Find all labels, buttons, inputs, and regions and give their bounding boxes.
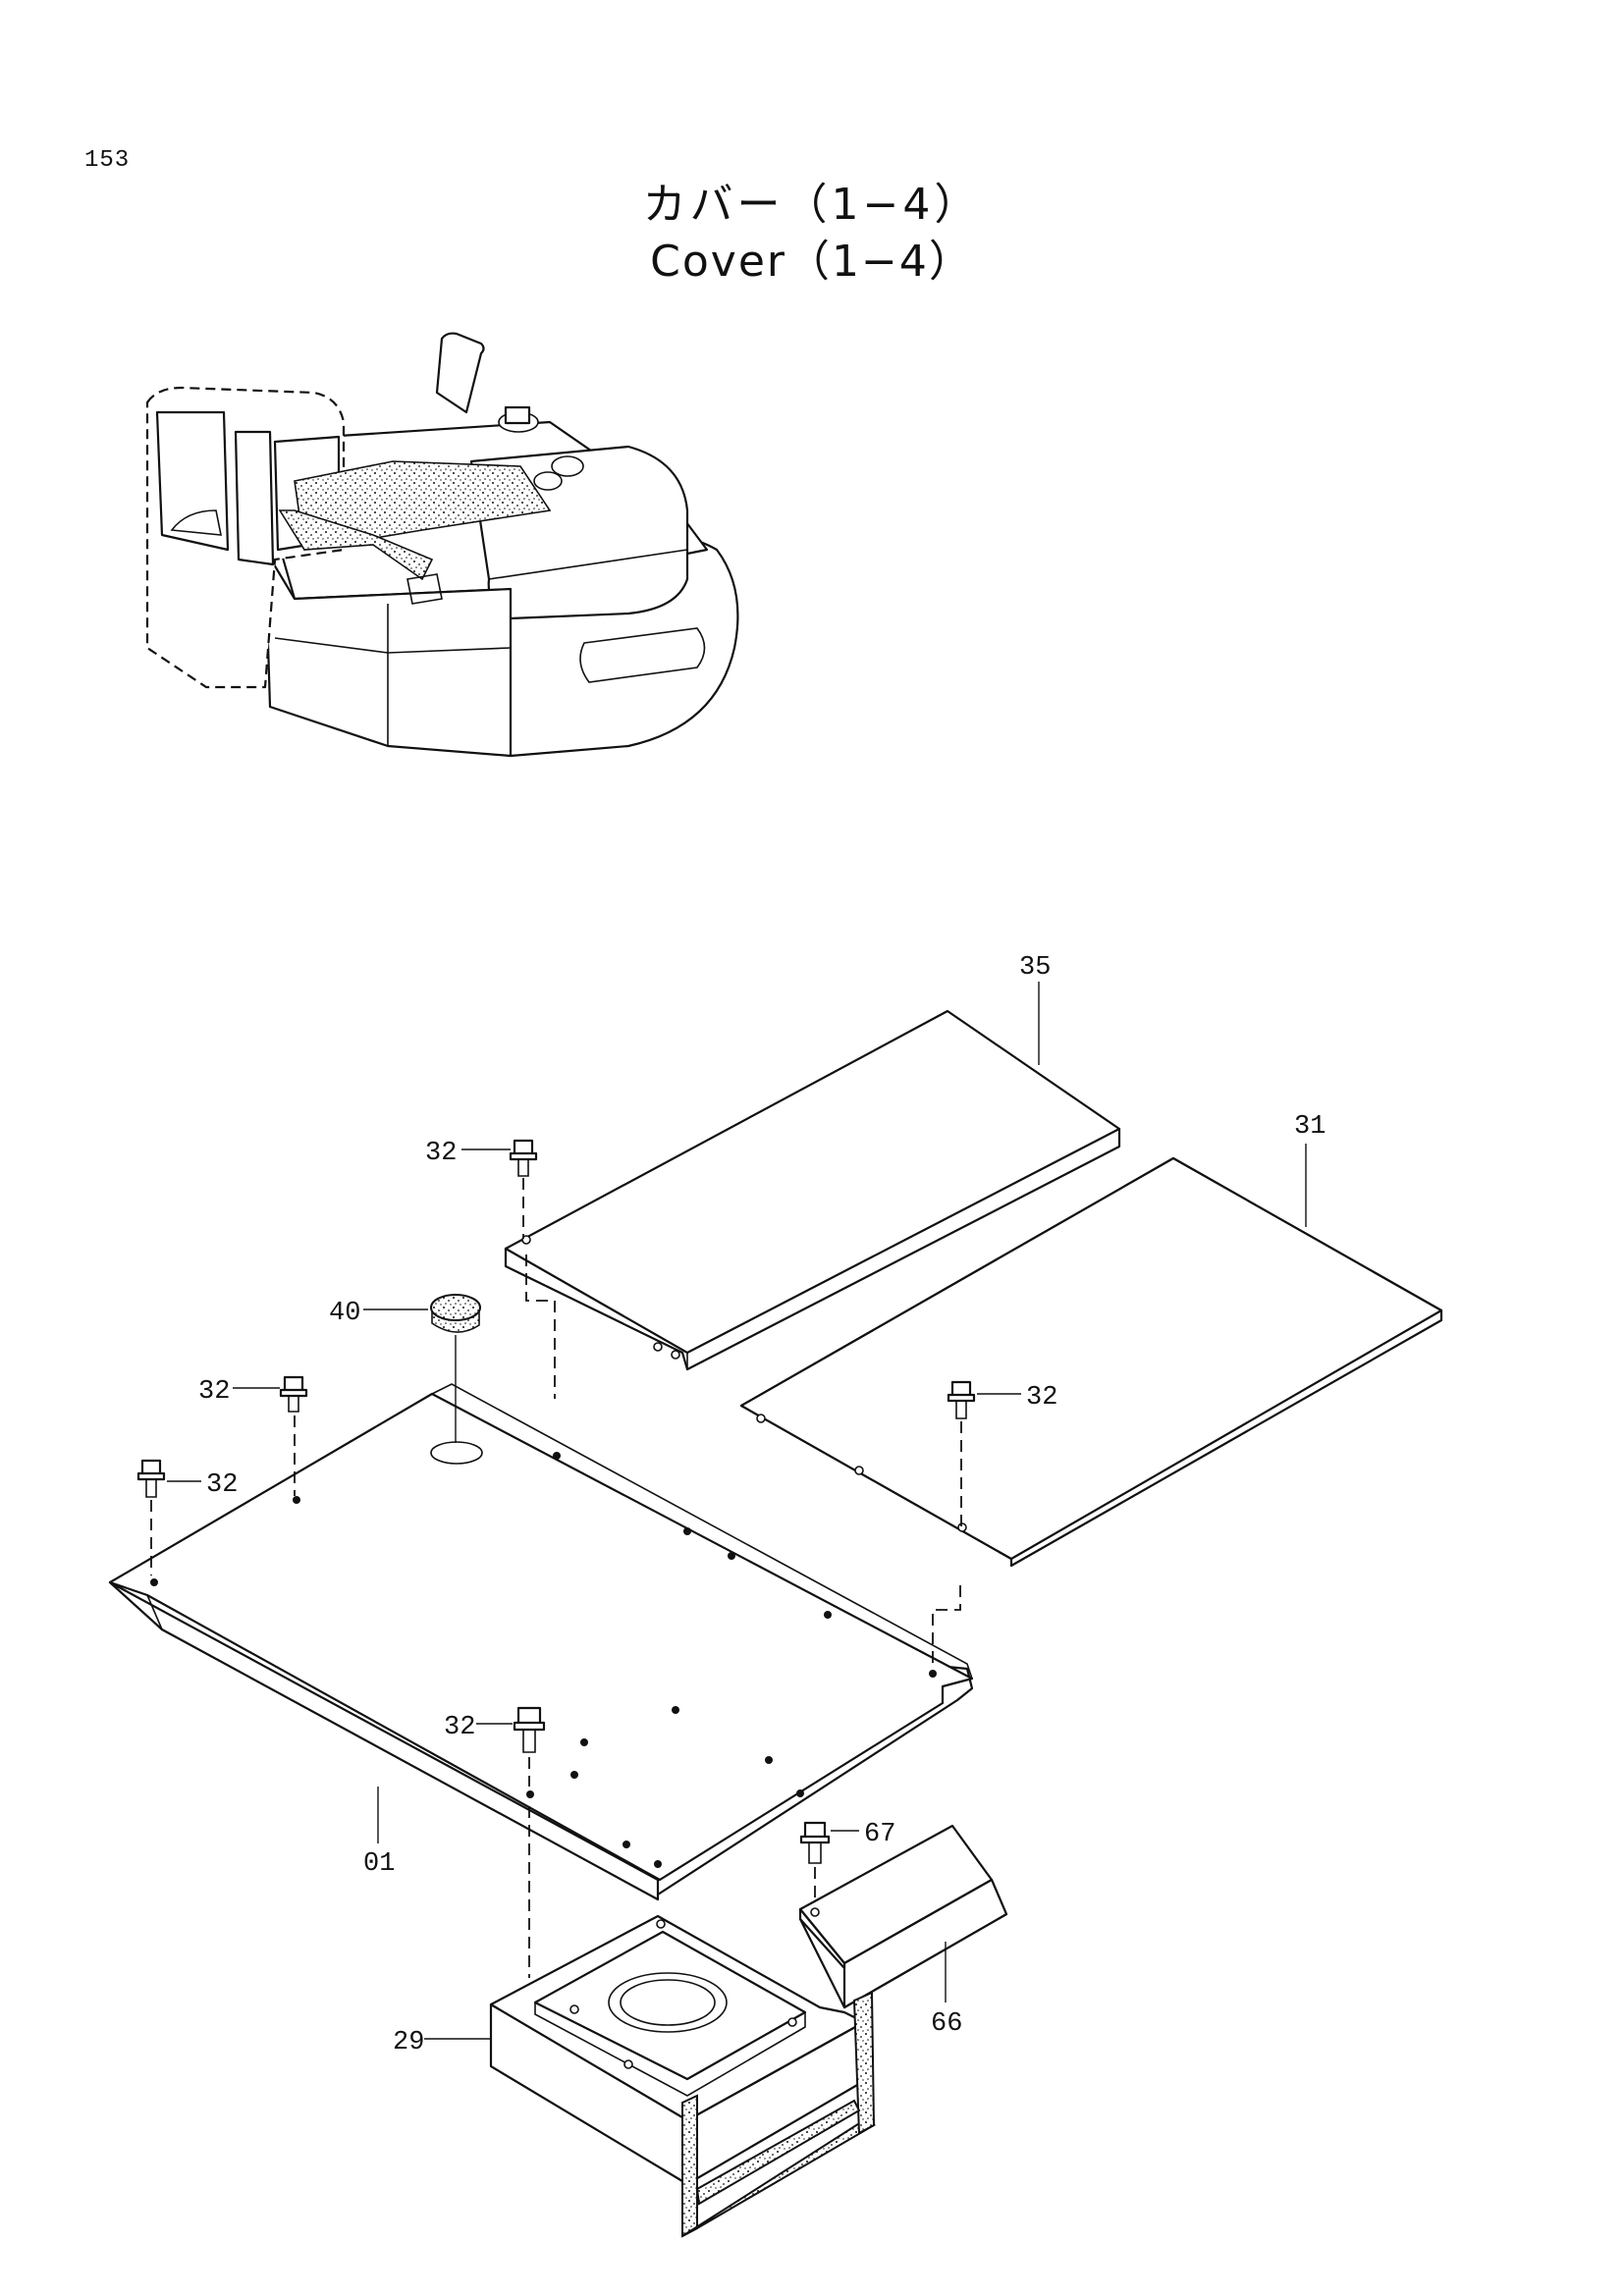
bolt-32-left-upper [279,1375,308,1413]
part-31-cover-panel [739,1156,1443,1568]
callout-40: 40 [329,1299,360,1328]
callout-32-d: 32 [1026,1383,1057,1413]
page-number: 153 [84,147,131,174]
callout-32-c: 32 [206,1470,238,1500]
bolt-32-right [947,1380,976,1419]
bolt-32-top [509,1139,538,1177]
callout-35: 35 [1019,953,1051,983]
axis-32-d [932,1421,962,1669]
axis-32-a [522,1178,556,1399]
part-40-cap [430,1294,481,1333]
bolt-32-center [513,1706,546,1753]
callout-66: 66 [931,2009,962,2039]
machine-overview-illustration [145,332,739,758]
part-66-bracket-cover [798,1824,1008,2009]
page-title-japanese: カバー（1−4） [642,180,982,230]
callout-32-a: 32 [425,1139,457,1168]
callout-31: 31 [1294,1112,1326,1142]
callout-01: 01 [363,1849,395,1879]
callout-32-b: 32 [198,1377,230,1407]
part-35-cover-panel [504,1009,1121,1371]
part-01-floor-plate [108,1383,974,1901]
callout-29: 29 [393,2028,424,2057]
callout-32-e: 32 [444,1713,475,1742]
part-29-base-frame [489,1914,877,2238]
bolt-32-left-lower [136,1459,166,1498]
callout-67: 67 [864,1820,895,1849]
bolt-67 [799,1821,831,1864]
page-title-english: Cover（1−4） [650,237,974,287]
